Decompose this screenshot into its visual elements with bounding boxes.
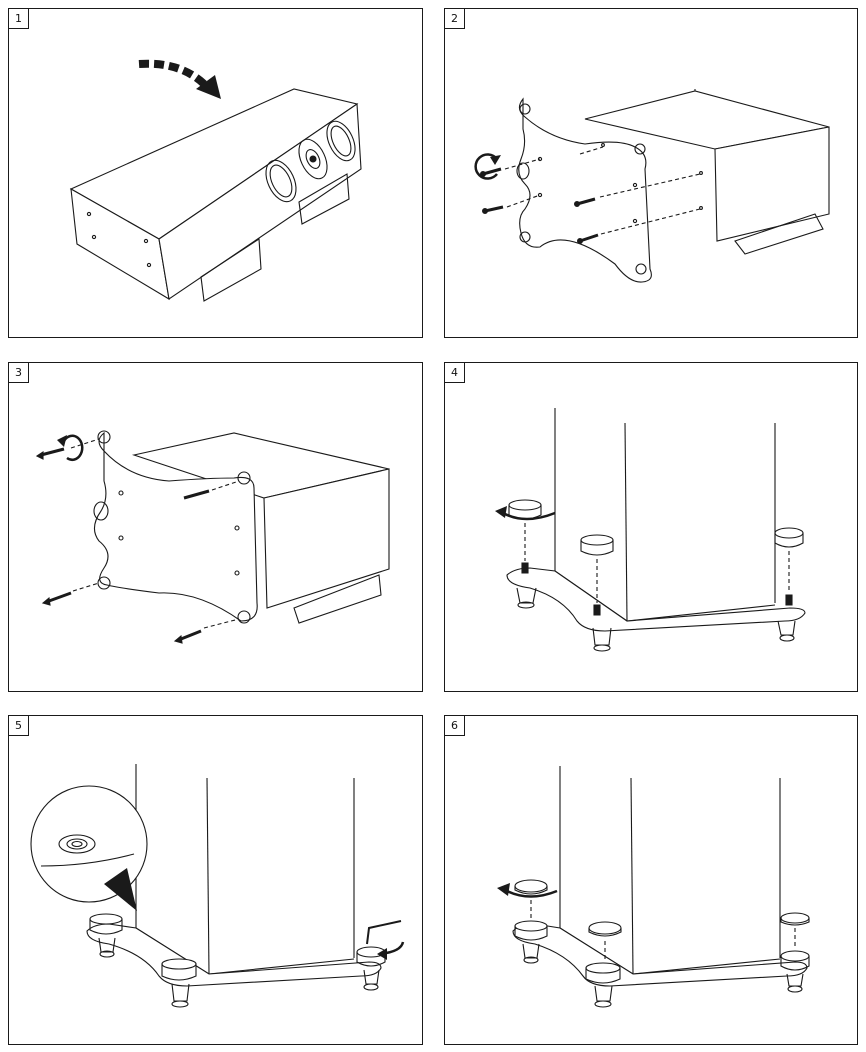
center-speaker-tipping-illustration xyxy=(9,9,424,339)
step-number: 1 xyxy=(9,9,29,29)
rotate-arrow-icon xyxy=(476,155,501,179)
bracket-attach-illustration xyxy=(9,363,424,693)
plinth-base xyxy=(507,568,805,631)
spike-adjust-illustration xyxy=(9,716,424,1046)
hex-key-icon xyxy=(367,921,401,944)
cap-fitting-illustration xyxy=(445,716,859,1046)
step-panel-5: 5 xyxy=(8,715,423,1045)
plinth-base xyxy=(513,924,807,986)
floorstanding-cabinet xyxy=(555,408,775,621)
bracket-removal-illustration xyxy=(445,9,859,339)
rotate-arrow-icon xyxy=(57,435,82,460)
plinth-base xyxy=(87,924,381,986)
step-number: 6 xyxy=(445,716,465,736)
step-number: 5 xyxy=(9,716,29,736)
step-panel-2: 2 xyxy=(444,8,858,338)
rotate-arrow-icon xyxy=(139,64,221,99)
plinth-foot-illustration xyxy=(445,363,859,693)
step-panel-4: 4 xyxy=(444,362,858,692)
step-panel-6: 6 xyxy=(444,715,858,1045)
speaker-cabinet xyxy=(71,89,361,301)
isolation-pads xyxy=(509,500,803,555)
step-panel-1: 1 xyxy=(8,8,423,338)
floorstanding-cabinet xyxy=(136,764,354,974)
step-number: 2 xyxy=(445,9,465,29)
step-number: 3 xyxy=(9,363,29,383)
step-panel-3: 3 xyxy=(8,362,423,692)
step-number: 4 xyxy=(445,363,465,383)
floorstanding-cabinet xyxy=(560,766,780,974)
magnifier-callout-icon xyxy=(31,786,147,911)
